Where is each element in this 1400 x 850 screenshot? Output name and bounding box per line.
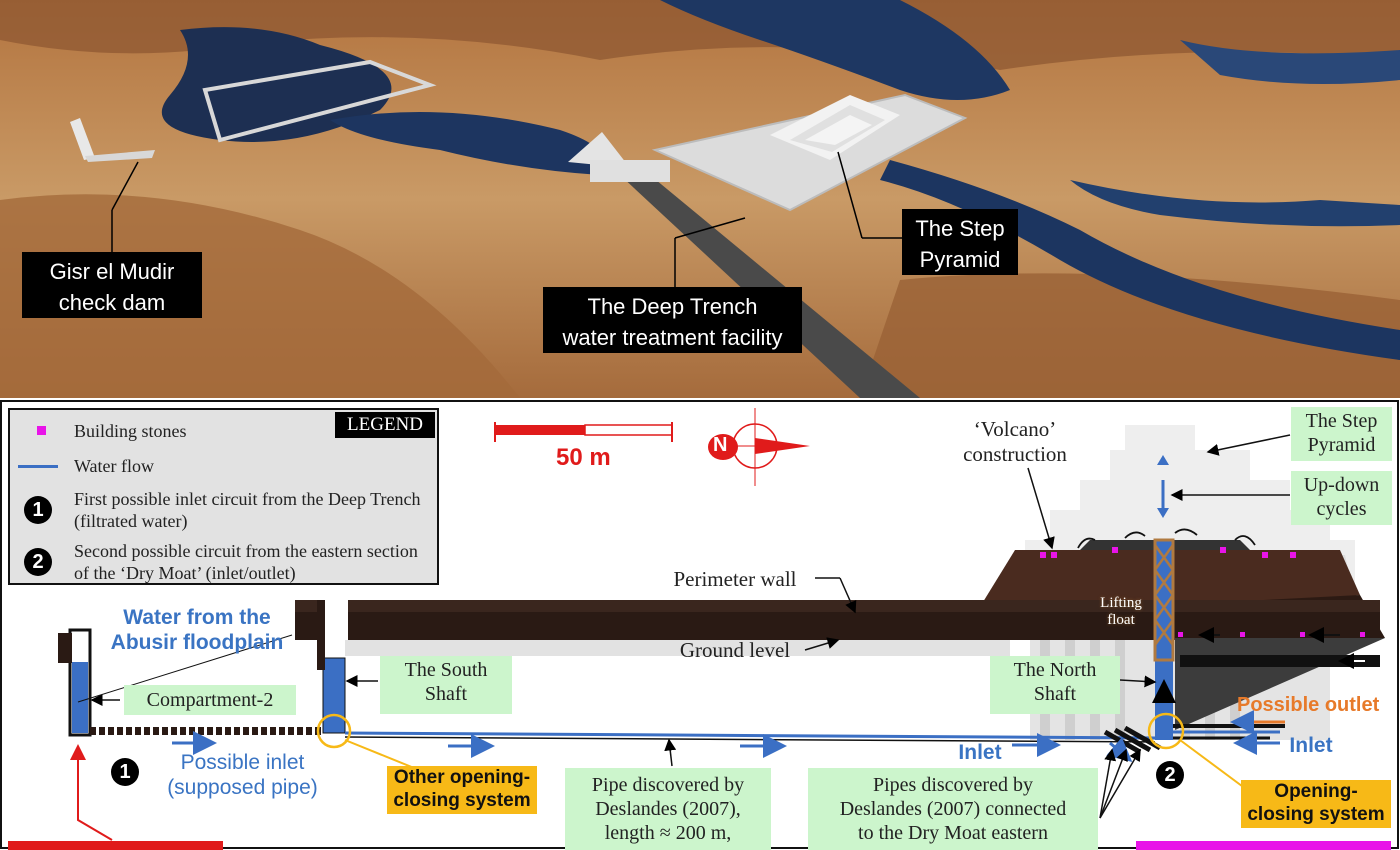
perimeter-wall-label: Perimeter wall bbox=[673, 567, 797, 591]
number-2-icon: 2 bbox=[24, 548, 52, 576]
north-shaft-label: The North Shaft bbox=[990, 656, 1120, 714]
opening-closing-system-label: Opening- closing system bbox=[1241, 780, 1391, 828]
other-opening-closing-label: Other opening- closing system bbox=[387, 766, 537, 814]
pipes-discovered-label: Pipes discovered by Deslandes (2007) con… bbox=[808, 768, 1098, 850]
legend-item-circuit-1: 1 First possible inlet circuit from the … bbox=[10, 488, 430, 534]
legend: LEGEND Building stones Water flow 1 Firs… bbox=[8, 408, 439, 585]
number-1-icon: 1 bbox=[24, 496, 52, 524]
inlet-label-right: Inlet bbox=[1289, 734, 1333, 757]
possible-outlet-label: Possible outlet bbox=[1237, 694, 1380, 716]
north-arrow-icon: N bbox=[713, 434, 728, 456]
scale-bar-label: 50 m bbox=[556, 444, 611, 471]
deep-trench-label: The Deep Trench water treatment facility bbox=[543, 287, 802, 353]
legend-item-label: Water flow bbox=[74, 456, 155, 476]
legend-item-water-flow: Water flow bbox=[10, 455, 430, 479]
possible-inlet-label: Possible inlet (supposed pipe) bbox=[167, 751, 318, 799]
cross-section-diagram: LEGEND Building stones Water flow 1 Firs… bbox=[0, 400, 1400, 850]
legend-item-building-stones: Building stones bbox=[10, 420, 430, 444]
landscape-render: Gisr el Mudir check dam The Deep Trench … bbox=[0, 0, 1400, 398]
pipe-discovered-label: Pipe discovered by Deslandes (2007), len… bbox=[565, 768, 771, 850]
water-source-label: Water from the Abusir floodplain bbox=[110, 606, 284, 654]
south-shaft-label: The South Shaft bbox=[380, 656, 512, 714]
gisr-el-mudir-label: Gisr el Mudir check dam bbox=[22, 252, 202, 318]
circuit-2-badge: 2 bbox=[1156, 761, 1184, 789]
up-down-cycles-label: Up-down cycles bbox=[1291, 471, 1392, 525]
building-stone-swatch-icon bbox=[37, 426, 46, 435]
circuit-1-badge: 1 bbox=[111, 758, 139, 786]
inlet-label-left: Inlet bbox=[958, 741, 1002, 764]
legend-item-label: Building stones bbox=[74, 421, 187, 441]
legend-item-circuit-2: 2 Second possible circuit from the easte… bbox=[10, 540, 430, 586]
legend-item-label: First possible inlet circuit from the De… bbox=[74, 489, 421, 531]
lifting-float-label: Lifting float bbox=[1100, 595, 1142, 628]
cross-section-drawing bbox=[0, 400, 1399, 850]
compartment-2-label: Compartment-2 bbox=[124, 685, 296, 715]
legend-title: LEGEND bbox=[335, 412, 435, 438]
water-flow-line-icon bbox=[18, 465, 58, 468]
ground-level-label: Ground level bbox=[679, 638, 791, 662]
step-pyramid-label: The Step Pyramid bbox=[1291, 407, 1392, 461]
volcano-construction-label: ‘Volcano’ construction bbox=[963, 417, 1067, 466]
step-pyramid-top-label: The Step Pyramid bbox=[902, 209, 1018, 275]
legend-item-label: Second possible circuit from the eastern… bbox=[74, 541, 418, 583]
landscape-image bbox=[0, 0, 1400, 398]
